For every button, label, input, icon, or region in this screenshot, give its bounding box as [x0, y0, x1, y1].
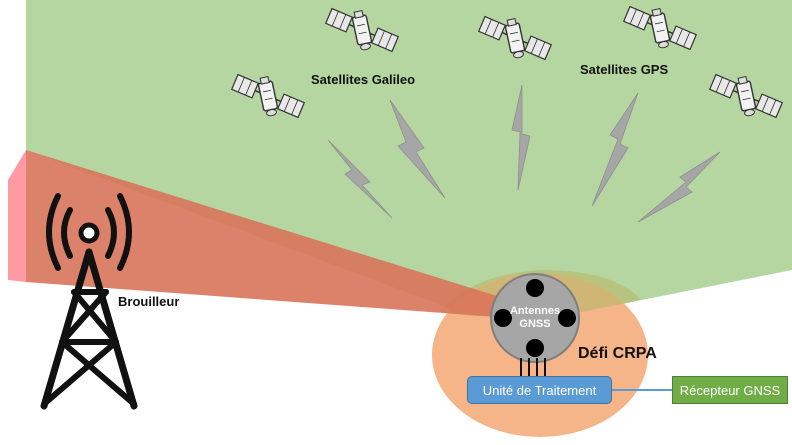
processing-unit-box: Unité de Traitement — [467, 376, 612, 404]
jammer-label: Brouilleur — [118, 294, 180, 309]
signal-bolt-icon — [591, 92, 639, 207]
antennas-label: Antennes GNSS — [495, 305, 575, 331]
antenna-element — [526, 339, 544, 357]
jamming-beam-edge — [8, 150, 26, 282]
antenna-element — [494, 309, 512, 327]
receiver-box: Récepteur GNSS — [672, 376, 788, 404]
antennas-label-line2: GNSS — [519, 318, 551, 330]
jamming-beam — [26, 150, 510, 318]
antenna-cables — [520, 358, 546, 376]
radio-tower-icon — [40, 193, 138, 410]
signal-bolt-icon — [637, 151, 721, 223]
signal-bolt-icon — [511, 84, 531, 191]
gps-label: Satellites GPS — [580, 62, 669, 77]
antennas-label-line1: Antennes — [509, 305, 561, 317]
signal-bolts — [327, 84, 721, 223]
signal-bolt-icon — [327, 139, 393, 219]
signal-bolt-icon — [389, 99, 446, 199]
antenna-array — [490, 273, 580, 363]
crpa-challenge-label: Défi CRPA — [578, 345, 657, 362]
antenna-element — [558, 309, 576, 327]
galileo-label: Satellites Galileo — [311, 72, 416, 87]
antenna-element — [526, 279, 544, 297]
